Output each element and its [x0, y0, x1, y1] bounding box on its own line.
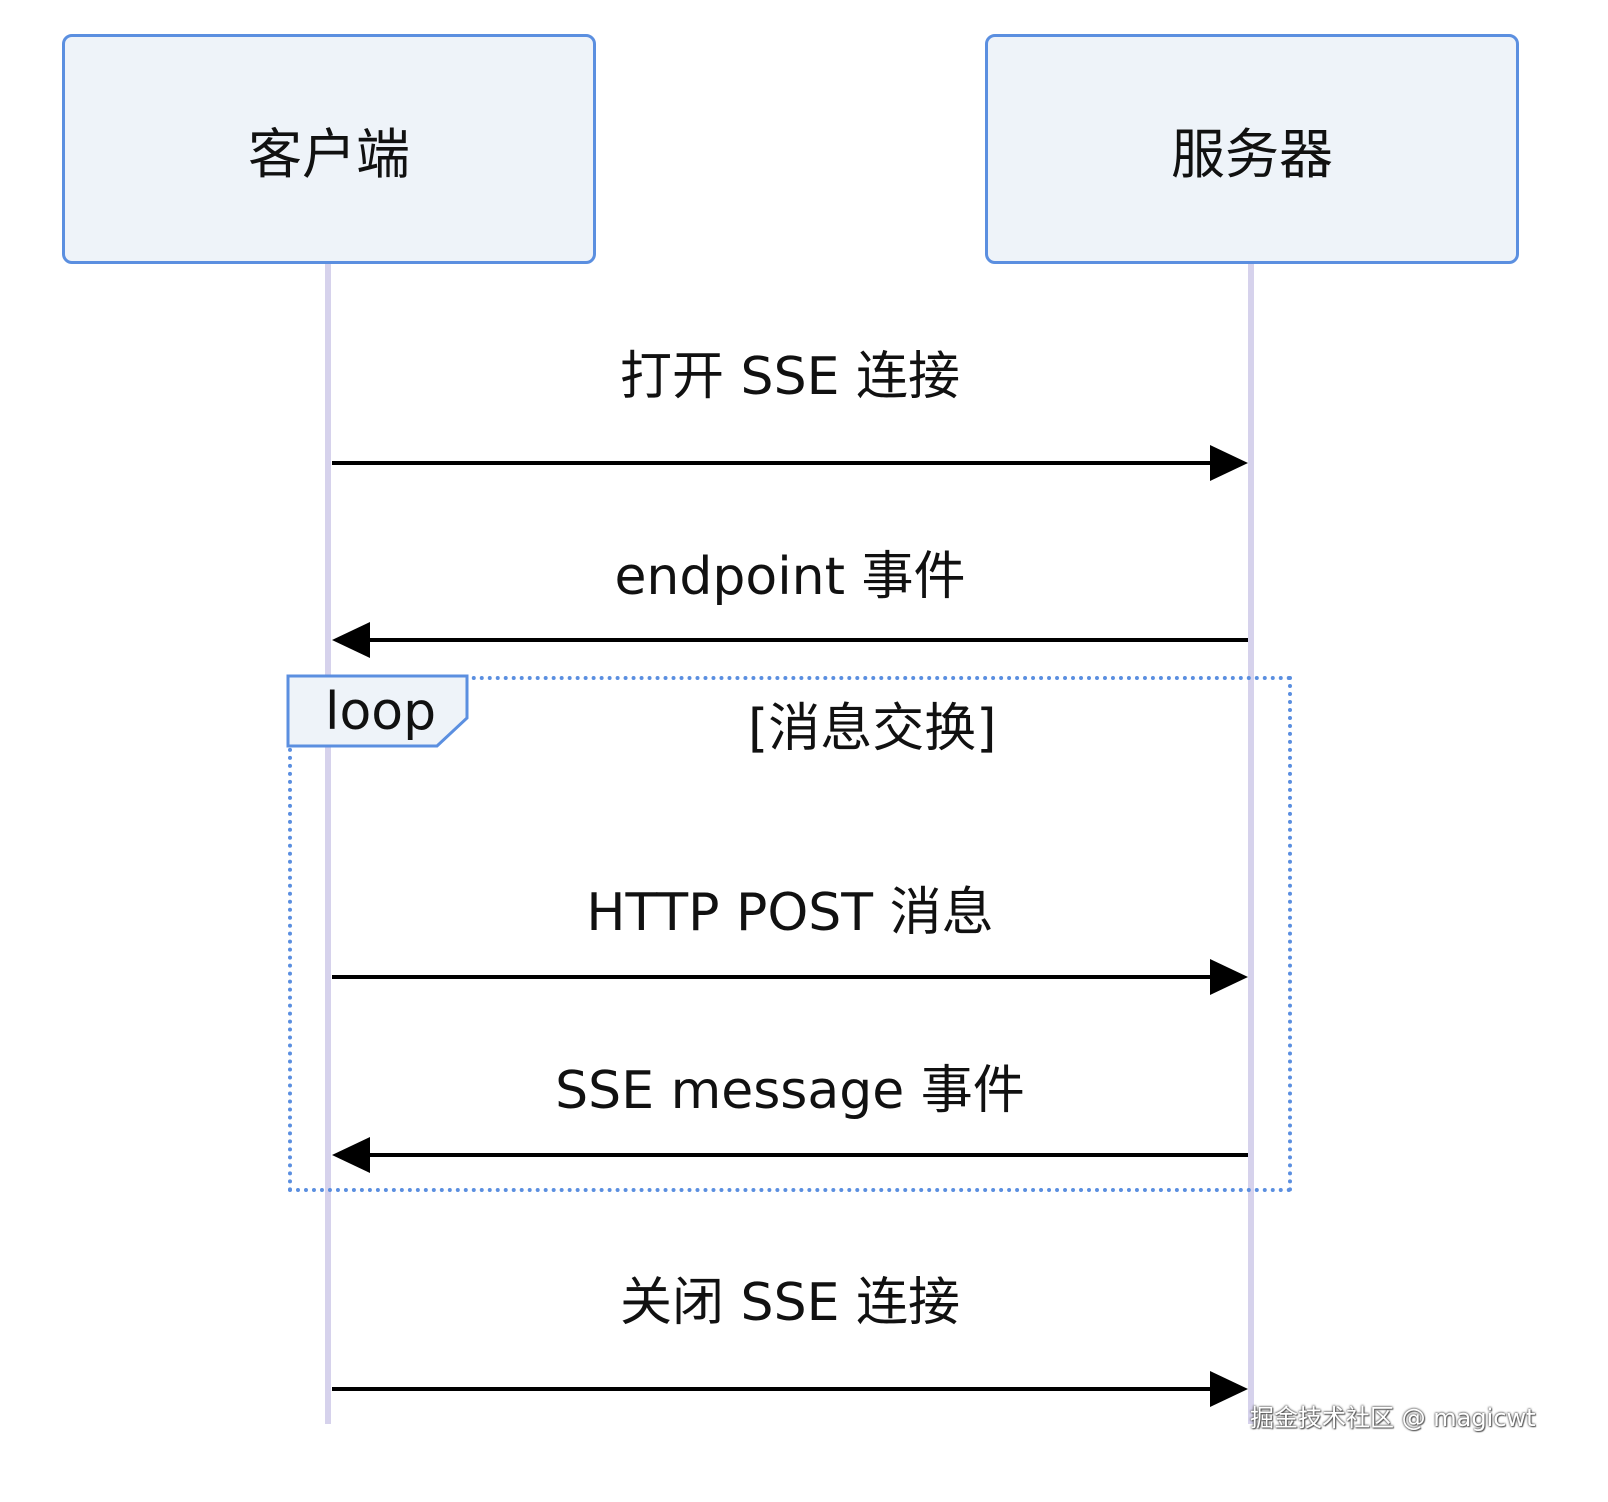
participant-client: 客户端 [62, 34, 596, 264]
arrowhead-open-sse [1210, 445, 1248, 481]
arrowhead-endpoint-event [332, 622, 370, 658]
message-label-endpoint-event: endpoint 事件 [614, 547, 966, 607]
loop-label-tab [286, 674, 469, 748]
loop-frame [288, 676, 1292, 1192]
loop-condition: [消息交换] [748, 699, 997, 759]
arrowhead-sse-message [332, 1137, 370, 1173]
participant-server-label: 服务器 [1171, 122, 1333, 186]
message-label-http-post: HTTP POST 消息 [586, 883, 994, 943]
watermark: 掘金技术社区 @ magicwt [1250, 1404, 1536, 1432]
message-label-open-sse: 打开 SSE 连接 [620, 347, 960, 407]
message-label-close-sse: 关闭 SSE 连接 [620, 1273, 960, 1333]
message-label-sse-message: SSE message 事件 [555, 1061, 1025, 1121]
arrowhead-http-post [1210, 959, 1248, 995]
loop-keyword: loop [325, 682, 437, 742]
participant-client-label: 客户端 [248, 122, 410, 186]
lifeline-client [325, 264, 331, 1424]
arrowhead-close-sse [1210, 1371, 1248, 1407]
participant-server: 服务器 [985, 34, 1519, 264]
lifeline-server [1248, 264, 1254, 1424]
